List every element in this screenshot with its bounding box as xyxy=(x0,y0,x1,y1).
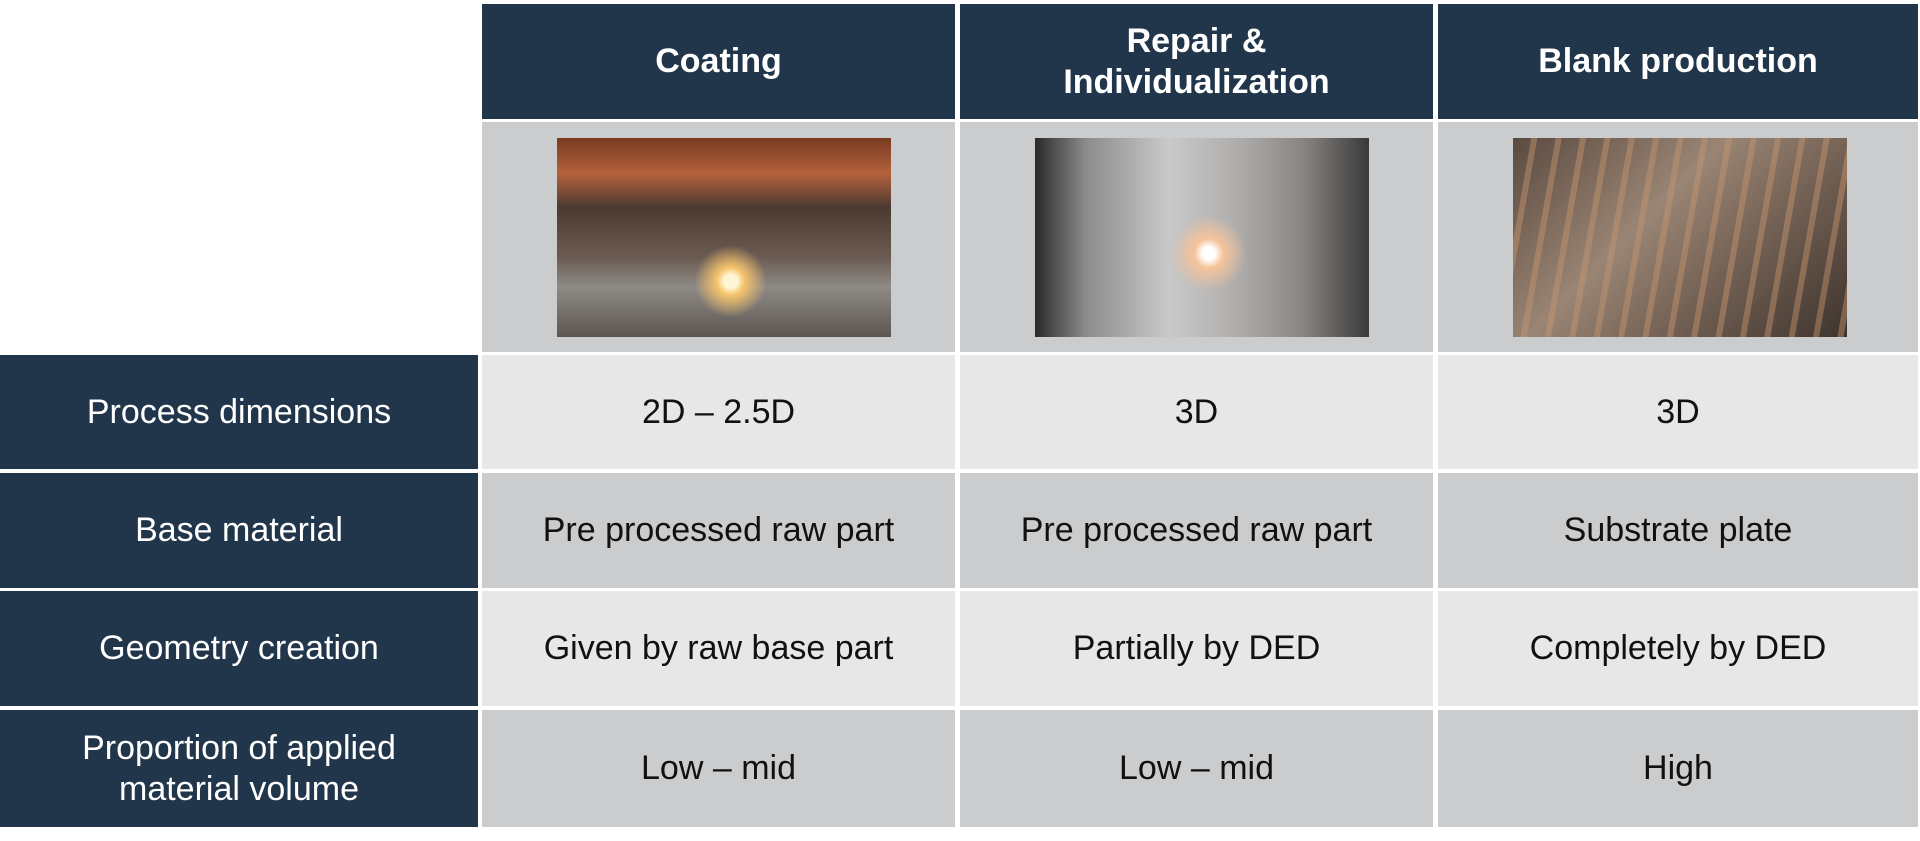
row-label-proportion-applied-volume: Proportion of applied material volume xyxy=(0,710,478,827)
table-cell: Given by raw base part xyxy=(482,591,955,706)
image-cell-blank-production xyxy=(1438,122,1918,352)
laser-repair-photo xyxy=(1035,138,1369,337)
table-cell: Substrate plate xyxy=(1438,473,1918,588)
row-label-geometry-creation: Geometry creation xyxy=(0,591,478,706)
image-cell-repair xyxy=(960,122,1433,352)
table-cell: Pre processed raw part xyxy=(960,473,1433,588)
row-label-base-material: Base material xyxy=(0,473,478,588)
table-cell: Completely by DED xyxy=(1438,591,1918,706)
table-cell: High xyxy=(1438,710,1918,827)
image-cell-coating xyxy=(482,122,955,352)
row-label-process-dimensions: Process dimensions xyxy=(0,355,478,469)
column-header-coating: Coating xyxy=(482,4,955,119)
table-cell: Pre processed raw part xyxy=(482,473,955,588)
table-cell: Low – mid xyxy=(482,710,955,827)
column-header-blank-production: Blank production xyxy=(1438,4,1918,119)
blank-production-photo xyxy=(1513,138,1847,337)
table-cell: 3D xyxy=(960,355,1433,469)
table-cell: Low – mid xyxy=(960,710,1433,827)
table-cell: 2D – 2.5D xyxy=(482,355,955,469)
table-cell: Partially by DED xyxy=(960,591,1433,706)
table-cell: 3D xyxy=(1438,355,1918,469)
column-header-repair: Repair & Individualization xyxy=(960,4,1433,119)
laser-coating-photo xyxy=(557,138,891,337)
